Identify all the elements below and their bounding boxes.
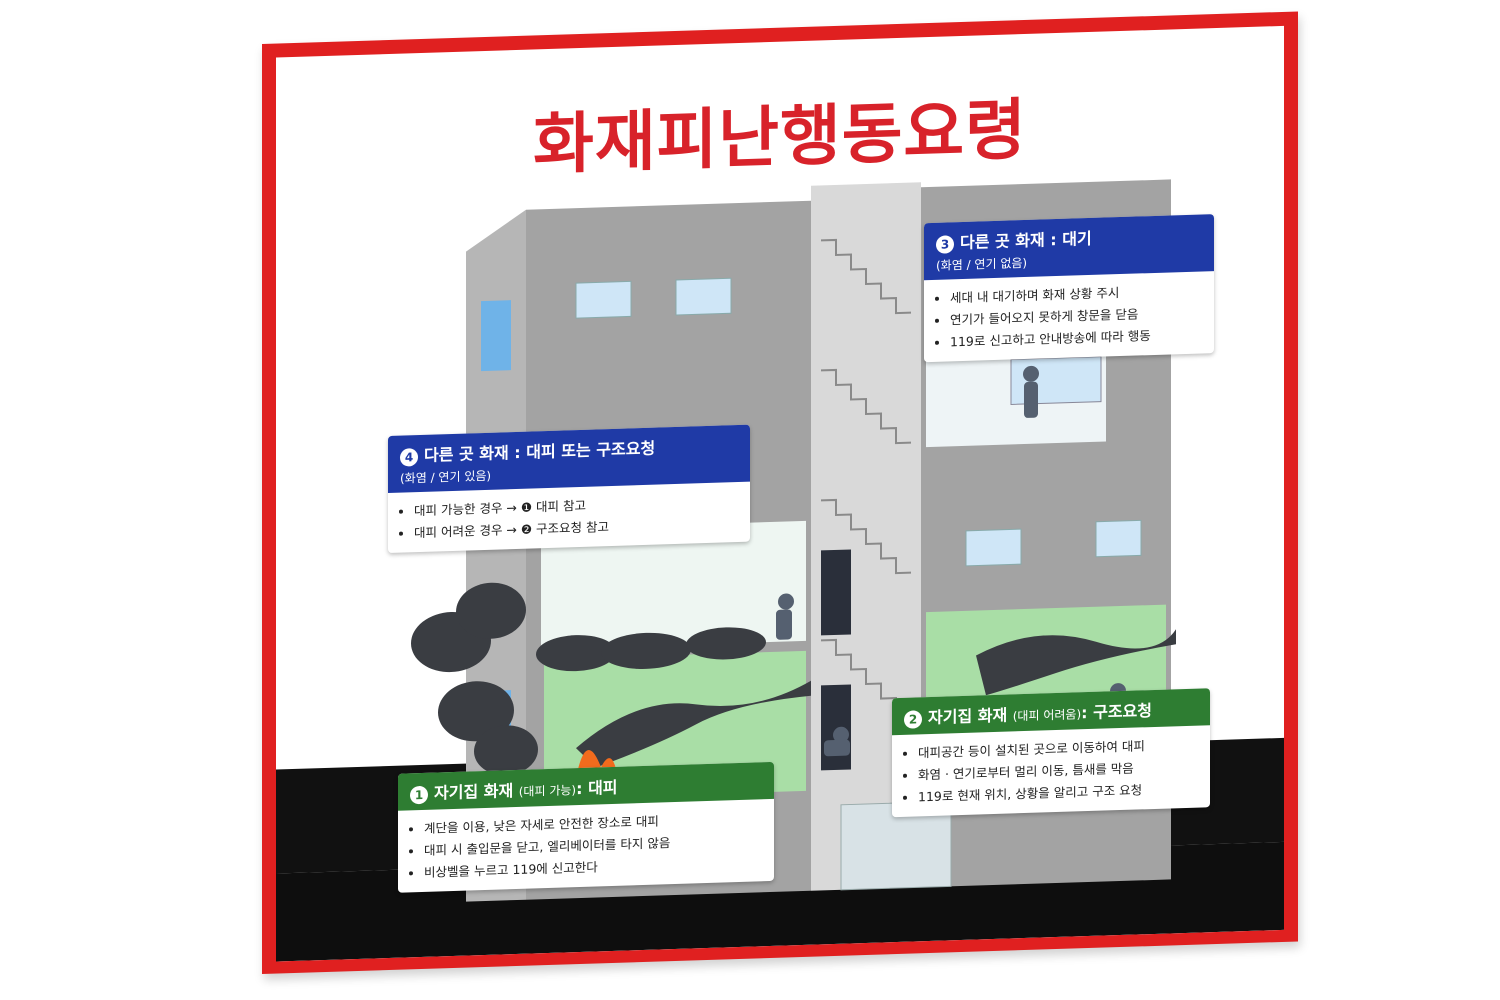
poster-body: 3 다른 곳 화재 : 대기 (화염 / 연기 없음) 세대 내 대기하며 화재 …	[276, 25, 1284, 962]
stair-door	[821, 684, 851, 771]
room-interior	[541, 520, 806, 650]
info-box-subtitle: (대피 가능)	[518, 783, 577, 799]
poster-frame: 3 다른 곳 화재 : 대기 (화염 / 연기 없음) 세대 내 대기하며 화재 …	[262, 11, 1298, 975]
window	[965, 528, 1022, 567]
step-number-badge: 2	[904, 710, 922, 729]
info-box-header: 3 다른 곳 화재 : 대기 (화염 / 연기 없음)	[924, 214, 1214, 281]
info-box-list: 세대 내 대기하며 화재 상황 주시 연기가 들어오지 못하게 창문을 닫음 1…	[924, 271, 1214, 362]
step-number-badge: 4	[400, 448, 418, 467]
smoke	[411, 582, 1176, 776]
info-box-action: 구조요청	[1093, 701, 1152, 722]
info-box-subtitle: (화염 / 연기 없음)	[936, 255, 1028, 273]
info-box-evacuate-or-rescue: 4다른 곳 화재 : 대피 또는 구조요청 (화염 / 연기 있음) 대피 가능…	[388, 424, 750, 554]
info-box-title: 다른 곳 화재 : 대기	[960, 228, 1092, 253]
info-box-title: 다른 곳 화재 : 대피 또는 구조요청	[424, 438, 656, 465]
window	[1095, 519, 1142, 558]
info-box-title: 자기집 화재	[928, 705, 1008, 728]
info-box-subtitle: (대피 어려움)	[1012, 707, 1082, 724]
info-box-list: 대피 가능한 경우 → ❶ 대피 참고 대피 어려운 경우 → ❷ 구조요청 참…	[388, 482, 750, 553]
window	[575, 280, 632, 319]
step-number-badge: 1	[410, 785, 428, 805]
info-box-title: 자기집 화재	[434, 781, 514, 803]
info-box-list: 대피공간 등이 설치된 곳으로 이동하여 대피 화염 · 연기로부터 멀리 이동…	[892, 725, 1210, 817]
info-box-action: 대피	[588, 777, 618, 798]
window	[675, 277, 732, 316]
info-box-standby: 3 다른 곳 화재 : 대기 (화염 / 연기 없음) 세대 내 대기하며 화재 …	[924, 214, 1214, 363]
info-box-list: 계단을 이용, 낮은 자세로 안전한 장소로 대피 대피 시 출입문을 닫고, …	[398, 799, 774, 893]
side-window	[481, 300, 511, 372]
step-number-badge: 3	[936, 235, 954, 254]
stair-door	[821, 549, 851, 636]
